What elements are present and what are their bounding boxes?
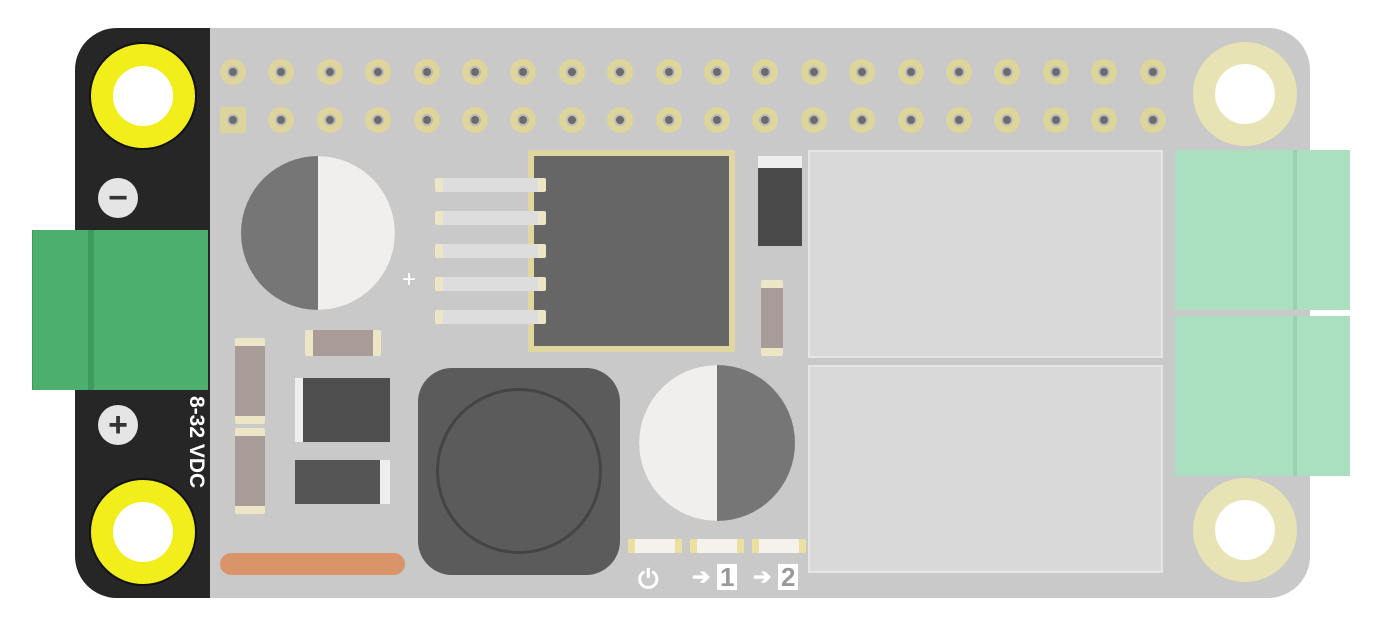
input-terminal-block — [32, 230, 208, 390]
header-pin — [800, 59, 827, 85]
header-pin — [655, 59, 682, 85]
capacitor-smd — [235, 428, 265, 514]
power-icon: ⏻ — [638, 564, 659, 594]
arrow-icon: ➔ — [692, 564, 711, 589]
header-pin — [655, 107, 682, 133]
mount-hole-top-right — [1193, 42, 1297, 146]
header-pin — [462, 59, 488, 85]
header-pin — [897, 59, 924, 85]
output-terminal-block-2 — [1175, 316, 1350, 476]
led-label-1: 1 — [717, 564, 738, 590]
header-pin — [946, 107, 972, 133]
header-pin — [994, 59, 1021, 85]
power-led — [628, 539, 682, 553]
header-pin — [1139, 107, 1166, 133]
header-pin — [849, 59, 876, 85]
resistor — [305, 330, 381, 356]
mount-hole-bottom-left — [89, 478, 197, 586]
header-pin — [510, 107, 537, 133]
output-terminal-block-1 — [1175, 150, 1350, 310]
relay-2 — [808, 365, 1163, 573]
header-pin — [413, 107, 440, 133]
diode-small — [295, 460, 390, 504]
plus-marking: + — [98, 405, 138, 445]
header-pin — [1042, 59, 1069, 85]
capacitor-bottom — [639, 365, 795, 521]
regulator-ic — [528, 150, 735, 352]
capacitor-top — [241, 156, 395, 310]
relay-1-led — [690, 539, 744, 553]
header-pin — [462, 107, 488, 133]
header-pin — [752, 59, 779, 85]
terminal-divider — [1293, 316, 1297, 476]
header-pin — [220, 107, 246, 133]
header-pin — [316, 59, 343, 85]
header-pin — [365, 107, 392, 133]
header-pin — [897, 107, 924, 133]
ic-lead — [435, 310, 546, 324]
header-pin — [800, 107, 827, 133]
diode — [758, 156, 802, 246]
led-label-2: 2 — [778, 564, 799, 590]
header-pin — [704, 59, 730, 85]
ic-lead — [435, 211, 546, 225]
capacitor-smd — [235, 338, 265, 424]
arrow-icon: ➔ — [753, 564, 772, 589]
header-pin — [268, 107, 295, 133]
ic-lead — [435, 277, 546, 291]
header-pin — [946, 59, 972, 85]
header-pin — [220, 59, 246, 85]
header-pin — [316, 107, 343, 133]
header-pin — [1091, 59, 1118, 85]
header-pin — [558, 107, 585, 133]
header-pin — [849, 107, 876, 133]
header-pin — [1139, 59, 1166, 85]
relay-2-led — [752, 539, 806, 553]
inductor-ring — [436, 388, 602, 554]
mount-hole-top-left — [89, 42, 197, 150]
voltage-label: 8-32 VDC — [185, 396, 208, 489]
header-pin — [704, 107, 730, 133]
header-pin — [994, 107, 1021, 133]
header-pin — [1042, 107, 1069, 133]
ic-lead — [435, 178, 546, 192]
header-pin — [365, 59, 392, 85]
terminal-divider — [88, 230, 94, 390]
jumper-wire — [220, 553, 405, 575]
header-pin — [752, 107, 779, 133]
header-pin — [1091, 107, 1118, 133]
header-pin — [268, 59, 295, 85]
resistor — [761, 280, 783, 356]
relay-1 — [808, 150, 1163, 358]
terminal-divider — [1293, 150, 1297, 310]
header-pin — [510, 59, 537, 85]
mount-hole-bottom-right — [1193, 478, 1297, 582]
header-pin — [413, 59, 440, 85]
header-pin — [607, 107, 634, 133]
inductor — [418, 368, 620, 575]
pcb-board: − + 8-32 VDC + ⏻ ➔ 1 ➔ 2 — [75, 28, 1310, 598]
schottky-diode — [295, 378, 390, 442]
ic-lead — [435, 244, 546, 258]
capacitor-polarity-mark: + — [402, 266, 417, 293]
header-pin — [607, 59, 634, 85]
header-pin — [558, 59, 585, 85]
minus-marking: − — [98, 178, 138, 218]
